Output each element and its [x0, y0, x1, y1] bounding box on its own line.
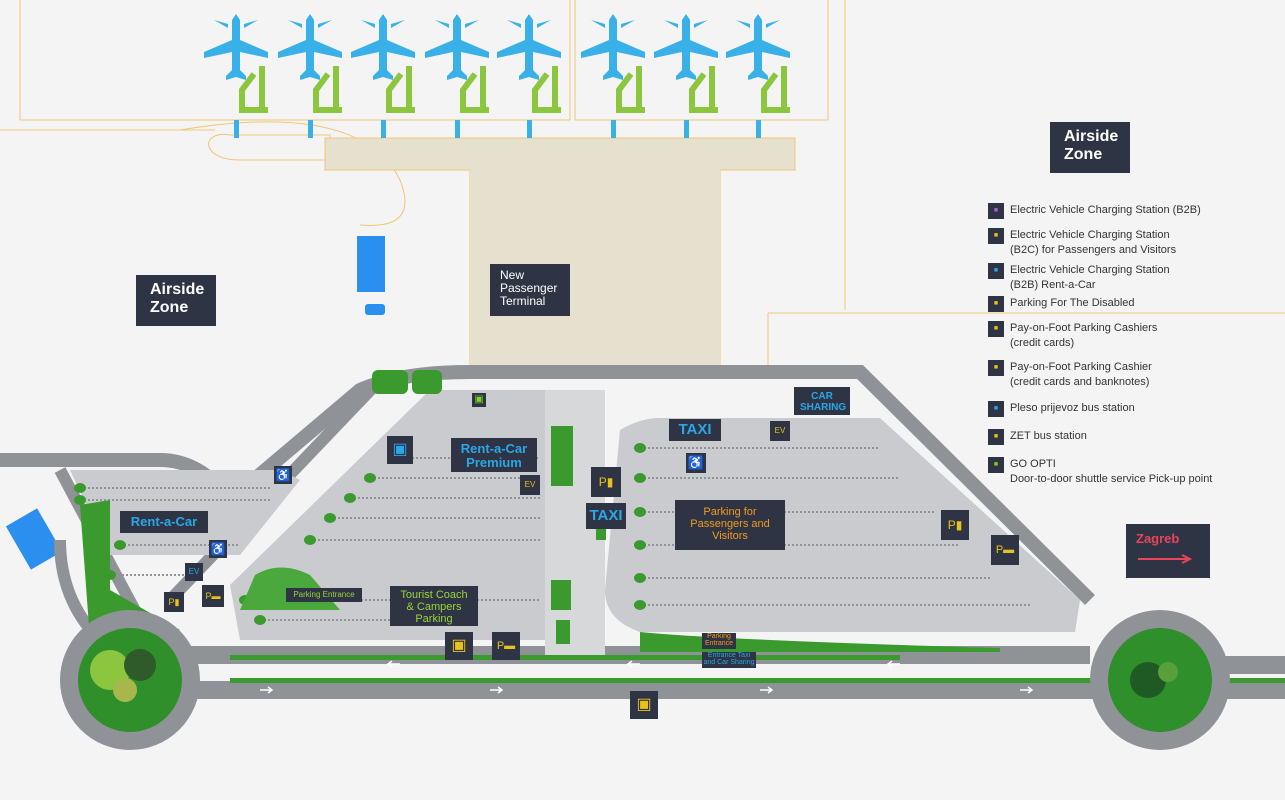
legend-text: Electric Vehicle Charging Station (B2C) …	[1010, 229, 1177, 256]
zagreb-label: Zagreb	[1136, 531, 1180, 546]
boarding-bridge	[761, 66, 790, 113]
legend-text: Pay-on-Foot Parking Cashiers (credit car…	[1010, 322, 1158, 349]
legend-item: ■ Parking For The Disabled	[988, 296, 1135, 312]
legend-text: Electric Vehicle Charging Station (B2B) …	[1010, 264, 1170, 291]
pay-cashier-cash-icon: ■	[988, 360, 1004, 376]
aircraft-icon	[581, 14, 645, 138]
disabled-parking-icon: ♿	[274, 466, 292, 484]
blue-building	[357, 236, 385, 292]
green-divider	[634, 540, 646, 550]
pay-cashier-cash-icon: P▬	[991, 535, 1019, 565]
disabled-parking-icon: ♿	[686, 453, 706, 473]
green-divider	[74, 495, 86, 505]
pleso-bus-icon: ■	[988, 401, 1004, 417]
ev-rentacar-icon: EV	[185, 563, 203, 581]
ev-b2c-icon: EV	[770, 421, 790, 441]
parking-entrance-left-label: Parking Entrance	[286, 588, 362, 602]
aircraft-icon	[425, 14, 489, 138]
rent-a-car-label: Rent-a-Car	[120, 511, 208, 533]
roundabout-left	[60, 610, 200, 750]
parking-passengers-label: Parking for Passengers and Visitors	[675, 500, 785, 550]
terminal-building	[324, 137, 796, 376]
rent-a-car-premium-label: Rent-a-Car Premium	[451, 438, 537, 472]
zagreb-direction-sign: Zagreb	[1126, 524, 1210, 578]
taxi-mid-label: TAXI	[586, 503, 626, 529]
legend-text: Pay-on-Foot Parking Cashier (credit card…	[1010, 361, 1152, 388]
pay-cashiers-icon: P▮	[941, 510, 969, 540]
aircraft-stands	[204, 14, 790, 138]
parking-entrance-right-label: Parking Entrance	[702, 633, 736, 649]
green-divider	[634, 443, 646, 453]
pay-cashier-cash-icon: P▬	[202, 585, 224, 607]
legend-text: Electric Vehicle Charging Station (B2B)	[1010, 204, 1201, 216]
go-opti-icon: ▣	[472, 393, 486, 407]
roundabout-right	[1090, 610, 1230, 750]
legend-text: ZET bus station	[1010, 430, 1087, 442]
legend-item: ■ Electric Vehicle Charging Station (B2B)…	[988, 263, 1170, 293]
ev-b2b-icon: ■	[988, 203, 1004, 219]
legend-item: ■ Pay-on-Foot Parking Cashiers (credit ca…	[988, 321, 1157, 351]
legend-item: ■ Pay-on-Foot Parking Cashier (credit car…	[988, 360, 1152, 390]
arrow-right-icon	[1138, 554, 1193, 565]
aircraft-icon	[351, 14, 415, 138]
boarding-bridge	[460, 66, 489, 113]
disabled-parking-icon: ■	[988, 296, 1004, 312]
ev-b2c-icon: ■	[988, 228, 1004, 244]
tourist-coach-label: Tourist Coach & Campers Parking	[390, 586, 478, 626]
boarding-bridge	[386, 66, 415, 113]
terminal-label: New Passenger Terminal	[490, 264, 570, 316]
zet-bus-icon: ■	[988, 429, 1004, 445]
zet-bus-icon: ▣	[630, 691, 658, 719]
legend-item: ■ Electric Vehicle Charging Station (B2B)	[988, 203, 1201, 219]
airside-zone-right-label: Airside Zone	[1050, 122, 1130, 173]
aircraft-icon	[497, 14, 561, 138]
pleso-bus-icon: ▣	[387, 436, 413, 464]
aircraft-icon	[278, 14, 342, 138]
road-arrows	[260, 660, 1034, 694]
legend-text: GO OPTI Door-to-door shuttle service Pic…	[1010, 458, 1213, 485]
pay-cashiers-icon: P▮	[164, 592, 184, 612]
green-divider	[634, 600, 646, 610]
apron-outline	[0, 0, 1285, 375]
blue-building-small	[365, 304, 385, 315]
taxi-top-label: TAXI	[669, 419, 721, 441]
airside-zone-left-label: Airside Zone	[136, 275, 216, 326]
green-divider	[254, 615, 266, 625]
green-divider	[634, 573, 646, 583]
entrance-taxi-label: Entrance Taxi and Car Sharing	[702, 652, 756, 668]
disabled-parking-icon: ♿	[209, 540, 227, 558]
ev-rentacar-icon: ■	[988, 263, 1004, 279]
boarding-bridge	[616, 66, 645, 113]
green-divider	[634, 507, 646, 517]
green-divider	[114, 540, 126, 550]
pay-cashier-cash-icon: P▬	[492, 632, 520, 660]
green-divider	[324, 513, 336, 523]
boarding-bridge	[689, 66, 718, 113]
aircraft-icon	[654, 14, 718, 138]
legend-item: ■ Pleso prijevoz bus station	[988, 401, 1135, 417]
legend-text: Parking For The Disabled	[1010, 297, 1135, 309]
green-divider	[74, 483, 86, 493]
legend-item: ■ Electric Vehicle Charging Station (B2C)…	[988, 228, 1176, 258]
boarding-bridge	[313, 66, 342, 113]
zet-bus-icon: ▣	[445, 632, 473, 660]
legend-item: ■ GO OPTI Door-to-door shuttle service Pi…	[988, 457, 1212, 487]
car-sharing-label: CAR SHARING	[794, 387, 850, 415]
pay-cashiers-icon: ■	[988, 321, 1004, 337]
pay-cashiers-icon: P▮	[591, 467, 621, 497]
aircraft-icon	[204, 14, 268, 138]
green-divider	[634, 473, 646, 483]
go-opti-icon: ■	[988, 457, 1004, 473]
aircraft-icon	[726, 14, 790, 138]
boarding-bridge	[532, 66, 561, 113]
boarding-bridge	[239, 66, 268, 113]
legend-text: Pleso prijevoz bus station	[1010, 402, 1135, 414]
blue-building-left	[5, 508, 63, 570]
legend-item: ■ ZET bus station	[988, 429, 1087, 445]
green-divider	[344, 493, 356, 503]
green-divider	[364, 473, 376, 483]
ev-b2c-icon: EV	[520, 475, 540, 495]
green-divider	[304, 535, 316, 545]
